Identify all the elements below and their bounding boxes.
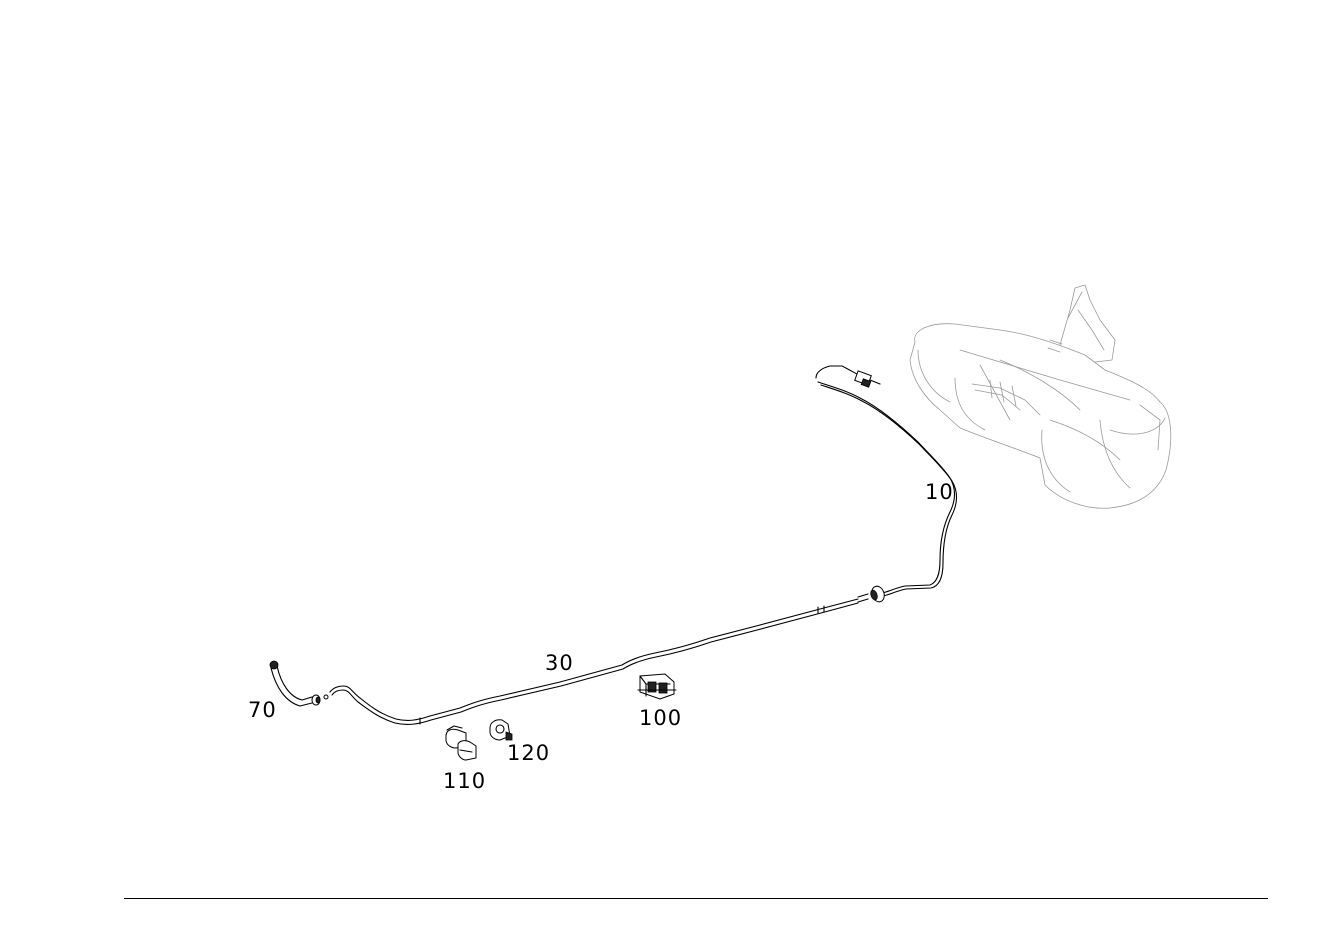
quick-connector (857, 585, 885, 603)
clip-120 (489, 719, 513, 741)
fuel-line-10 (815, 365, 958, 597)
callout-110: 110 (443, 769, 487, 793)
callout-100: 100 (639, 706, 683, 730)
hose-70 (269, 660, 321, 707)
callout-30: 30 (545, 651, 574, 675)
fuel-line-30 (323, 598, 859, 725)
clip-100 (637, 673, 677, 700)
clip-110 (445, 725, 477, 761)
callout-10: 10 (925, 480, 954, 504)
callout-120: 120 (507, 741, 551, 765)
callout-70: 70 (248, 698, 277, 722)
footer-rule (124, 898, 1268, 899)
fuel-tank (909, 284, 1172, 509)
